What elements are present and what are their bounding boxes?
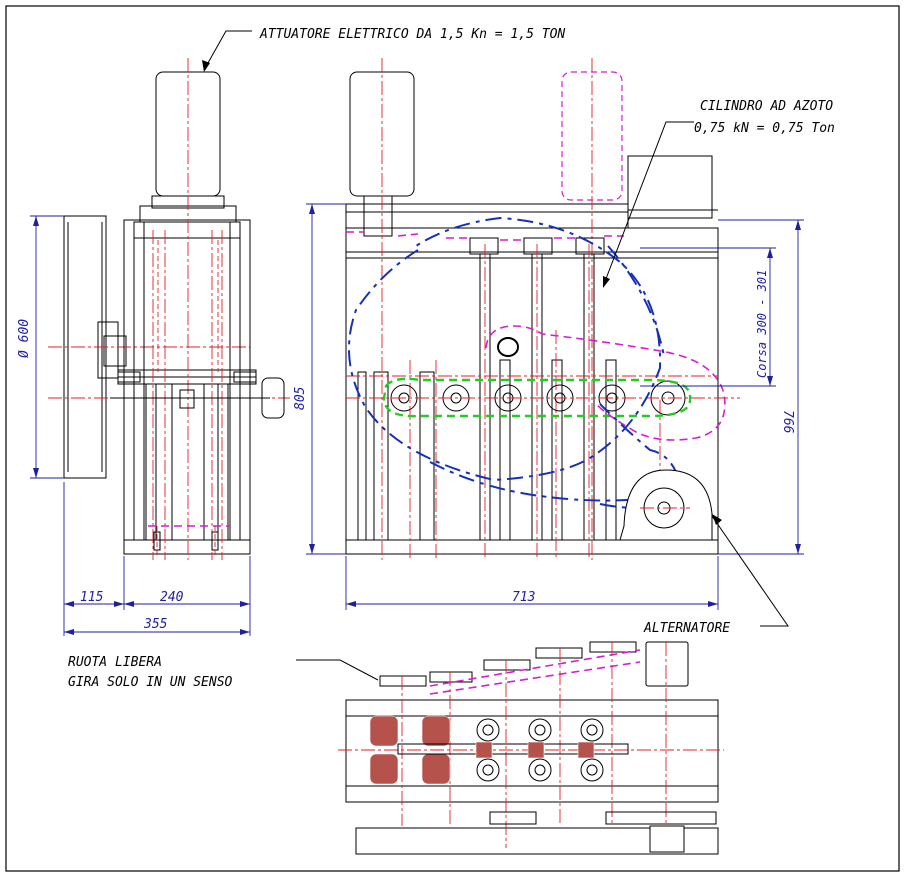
magenta-belt xyxy=(485,325,726,441)
alternator-leader xyxy=(711,515,789,627)
freewheel-leader xyxy=(296,659,379,681)
dim-115: 115 xyxy=(80,590,104,605)
dim-805: 805 xyxy=(293,386,308,410)
cylinder-leader xyxy=(603,121,694,285)
side-dimensions: Ø 600 115 240 355 xyxy=(17,215,251,636)
top-frame xyxy=(345,699,719,803)
dim-766: 766 xyxy=(780,410,795,434)
actuator-label: ATTUATORE ELETTRICO DA 1,5 Kn = 1,5 TON xyxy=(259,27,565,42)
freewheel-label-2: GIRA SOLO IN UN SENSO xyxy=(68,675,233,690)
drawing-frame xyxy=(5,5,900,872)
top-view xyxy=(338,641,724,855)
actuator-leader xyxy=(203,30,252,71)
freewheel-label-1: RUOTA LIBERA xyxy=(68,655,162,670)
diameter-dim: Ø 600 xyxy=(17,319,32,358)
side-frame xyxy=(123,219,251,555)
dim-713: 713 xyxy=(512,590,535,605)
front-view xyxy=(345,58,740,560)
blue-sweep xyxy=(347,216,662,482)
pivot xyxy=(497,337,519,357)
cylinder-label-2: 0,75 kN = 0,75 Ton xyxy=(694,121,835,136)
green-chain xyxy=(382,377,692,418)
front-dimensions: 805 766 Corsa 300 - 301 713 xyxy=(293,203,804,610)
side-view xyxy=(48,58,290,560)
cylinder-label-1: CILINDRO AD AZOTO xyxy=(700,99,833,114)
dim-355: 355 xyxy=(143,617,168,632)
alternator-label: ALTERNATORE xyxy=(643,621,730,636)
alternator xyxy=(619,469,713,541)
dim-240: 240 xyxy=(160,590,184,605)
stroke-dim: Corsa 300 - 301 xyxy=(755,270,769,378)
